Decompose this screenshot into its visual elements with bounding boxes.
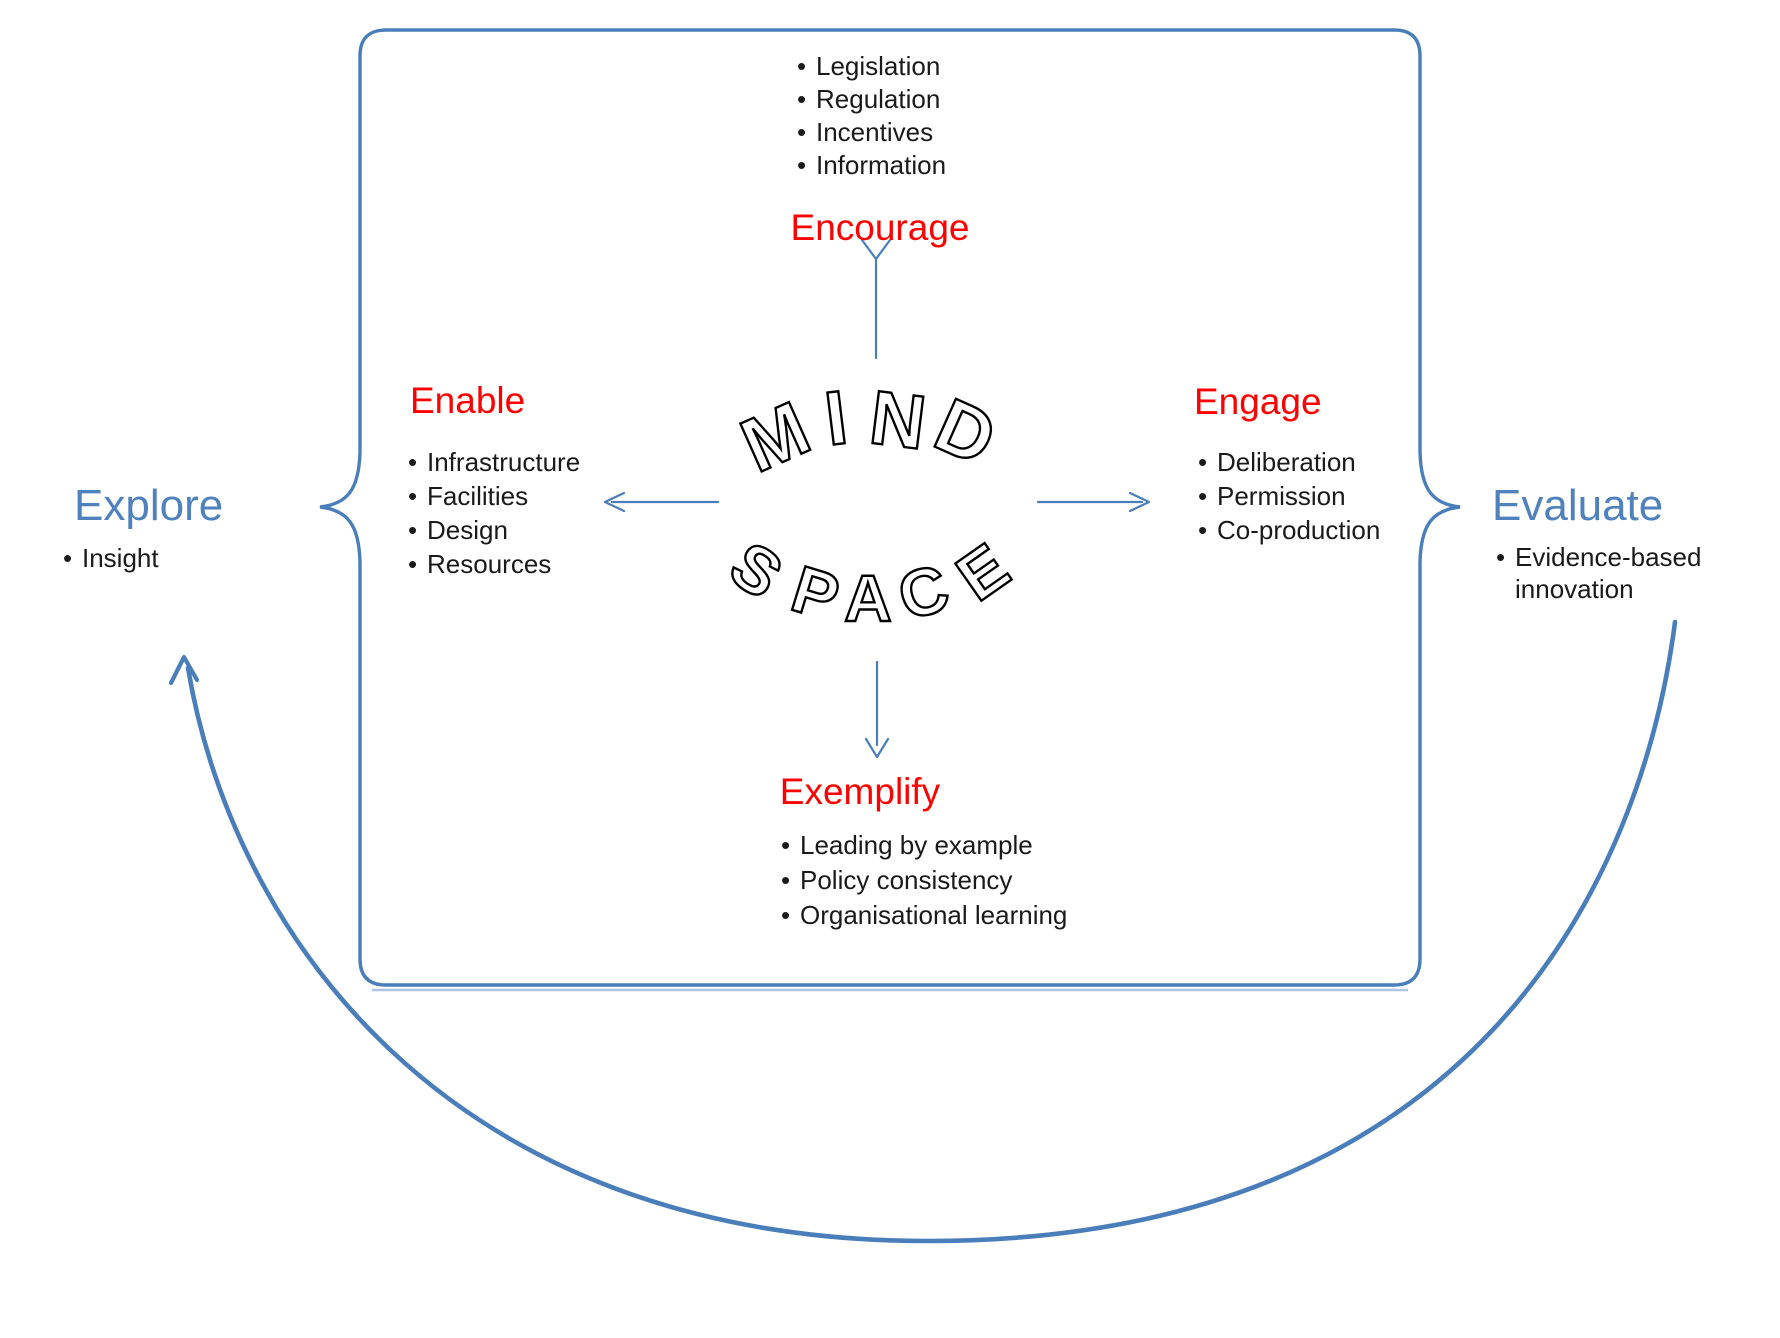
- encourage-bullet-list: Legislation Regulation Incentives Inform…: [795, 50, 946, 182]
- list-item: Policy consistency: [779, 863, 1067, 898]
- cycle-arc-arrowhead: [168, 654, 200, 686]
- list-item: Legislation: [795, 50, 946, 83]
- list-item: Permission: [1196, 479, 1380, 513]
- evaluate-heading: Evaluate: [1492, 481, 1664, 530]
- cycle-arc-arrow: [185, 619, 1678, 1244]
- list-item: Leading by example: [779, 828, 1067, 863]
- arrow-down-to-exemplify: [864, 660, 890, 759]
- engage-bullet-list: Deliberation Permission Co-production: [1196, 445, 1380, 547]
- engage-heading: Engage: [1194, 381, 1322, 422]
- arrow-left-to-enable: [603, 491, 720, 513]
- list-item: Incentives: [795, 116, 946, 149]
- exemplify-heading: Exemplify: [779, 771, 941, 812]
- list-item: Evidence-based innovation: [1494, 541, 1732, 605]
- list-item: Infrastructure: [406, 445, 580, 479]
- encourage-heading: Encourage: [790, 207, 970, 248]
- list-item: Co-production: [1196, 513, 1380, 547]
- explore-heading: Explore: [74, 481, 224, 530]
- wordart-letter-n: N: [865, 375, 930, 466]
- wordart-letter-d: D: [923, 382, 1008, 482]
- list-item: Deliberation: [1196, 445, 1380, 479]
- mindspace-wordart: M I N D S P A C E: [716, 374, 1023, 636]
- explore-bullet-list: Insight: [61, 541, 159, 575]
- list-item: Regulation: [795, 83, 946, 116]
- wordart-letter-c: C: [890, 550, 957, 635]
- list-item: Organisational learning: [779, 898, 1067, 933]
- wordart-letter-m: M: [729, 386, 821, 489]
- list-item: Design: [406, 513, 580, 547]
- list-item: Resources: [406, 547, 580, 581]
- exemplify-bullet-list: Leading by example Policy consistency Or…: [779, 828, 1067, 933]
- enable-heading: Enable: [410, 380, 526, 421]
- arrow-up-to-encourage: [860, 238, 892, 360]
- enable-bullet-list: Infrastructure Facilities Design Resourc…: [406, 445, 580, 581]
- wordart-letter-i: I: [821, 375, 852, 462]
- evaluate-bullet-list: Evidence-based innovation: [1494, 541, 1732, 605]
- wordart-letter-s: S: [717, 527, 796, 613]
- framework-box-border: [319, 28, 1461, 987]
- wordart-letter-e: E: [943, 529, 1022, 615]
- list-item: Information: [795, 149, 946, 182]
- arrow-right-to-engage: [1036, 491, 1151, 513]
- wordart-letter-p: P: [784, 551, 848, 635]
- wordart-letter-a: A: [844, 561, 892, 635]
- list-item: Insight: [61, 541, 159, 575]
- list-item: Facilities: [406, 479, 580, 513]
